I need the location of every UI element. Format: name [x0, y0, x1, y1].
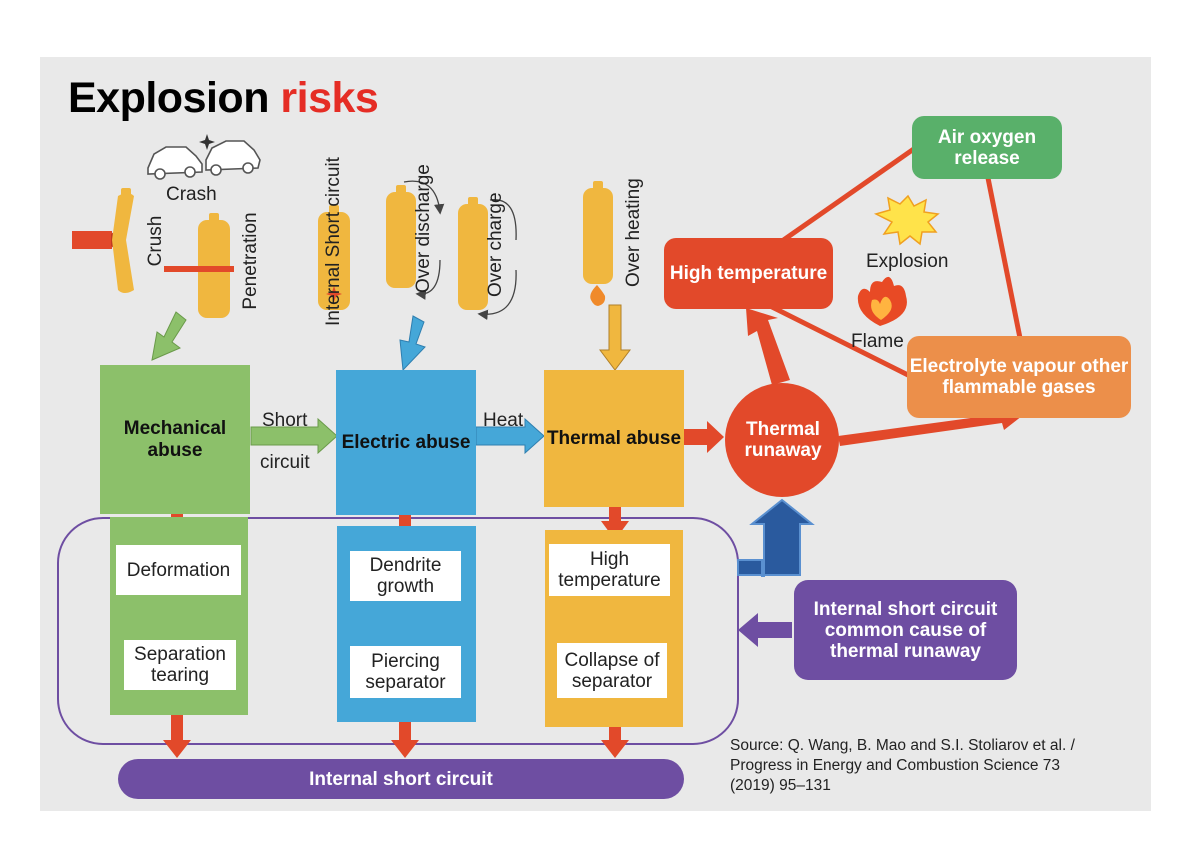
runaway-to-electrolyte-arrow — [838, 404, 1022, 446]
crash-to-mechanical-arrow — [151, 311, 187, 361]
high-temperature-step: High temperature — [549, 544, 670, 596]
mechanical-to-electric-arrow — [250, 417, 338, 455]
crash-label: Crash — [166, 184, 217, 205]
crash-cars-icon — [147, 134, 261, 180]
penetration-label: Penetration — [240, 212, 261, 310]
separation-tearing-step: Separation tearing — [124, 640, 236, 690]
heat-label: Heat — [483, 410, 524, 431]
internal-short-label: Internal Short circuit — [323, 157, 344, 326]
over-heating-battery-icon — [583, 181, 613, 306]
over-heating-label: Over heating — [623, 178, 644, 287]
thermal-runaway-circle — [725, 383, 839, 497]
heating-to-thermal-arrow — [599, 304, 631, 371]
electric-to-thermal-arrow — [475, 417, 545, 455]
deformation-step: Deformation — [116, 545, 241, 595]
page-title: Explosion risks — [68, 74, 379, 123]
air-to-electrolyte-line — [985, 177, 1023, 339]
mechanical-abuse-box: Mechanical abuse — [100, 365, 250, 514]
explosion-label: Explosion — [866, 251, 949, 272]
title-accent: risks — [280, 74, 379, 122]
explosion-icon — [873, 194, 940, 246]
internal-short-bar: Internal short circuit — [118, 759, 684, 799]
air-oxygen-box: Air oxygen release — [912, 116, 1062, 179]
crush-label: Crush — [145, 215, 166, 267]
short-label: Short — [262, 410, 308, 431]
penetration-battery-icon — [164, 213, 234, 318]
common-cause-arrow — [738, 613, 792, 647]
battery-to-electric-arrow — [399, 315, 426, 372]
internal-short-battery-icon — [318, 205, 350, 310]
hightemp-to-electrolyte-line — [760, 299, 912, 379]
thermal-abuse-box: Thermal abuse — [544, 370, 684, 507]
electrolyte-box: Electrolyte vapour other flammable gases — [907, 336, 1131, 418]
thermal-to-runaway-arrow — [684, 421, 724, 453]
crush-battery-icon — [72, 188, 134, 293]
over-charge-label: Over charge — [485, 192, 506, 297]
over-charge-battery-icon — [458, 197, 517, 320]
title-main: Explosion — [68, 74, 269, 122]
source-citation: Source: Q. Wang, B. Mao and S.I. Stoliar… — [730, 737, 1075, 794]
piercing-separator-step: Piercing separator — [350, 646, 461, 698]
flame-label: Flame — [851, 331, 904, 352]
common-cause-box: Internal short circuit common cause of t… — [794, 580, 1017, 680]
runaway-to-hightemp-arrow — [746, 308, 790, 385]
collapse-separator-step: Collapse of separator — [557, 643, 667, 698]
high-temperature-box: High temperature — [664, 238, 833, 309]
thermal-runaway-label: Thermal runaway — [744, 419, 822, 461]
over-discharge-battery-icon — [386, 180, 445, 300]
electric-abuse-box: Electric abuse — [336, 370, 476, 515]
flame-icon — [857, 276, 907, 326]
chain-to-runaway-arrow — [737, 498, 815, 577]
dendrite-growth-step: Dendrite growth — [350, 551, 461, 601]
circuit-label: circuit — [260, 452, 310, 473]
over-discharge-label: Over discharge — [413, 164, 434, 293]
